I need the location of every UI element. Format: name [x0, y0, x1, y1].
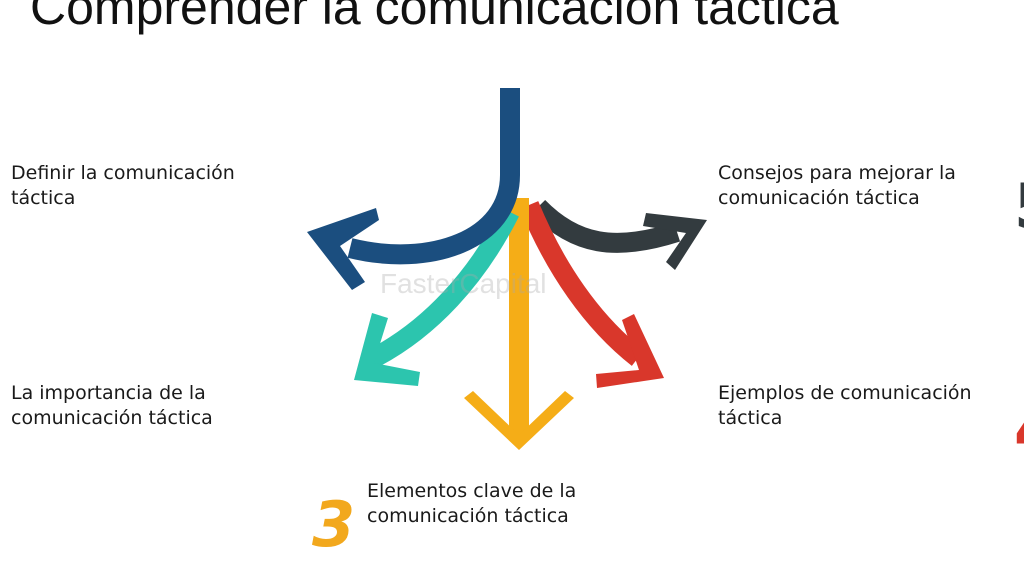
red-arrow-icon	[519, 201, 664, 388]
item-label-5: Ejemplos de comunicación táctica	[718, 382, 972, 429]
dark-arrow-icon	[530, 199, 707, 270]
item-label-3: Elementos clave de la comunicación tácti…	[367, 480, 577, 527]
edge-number-5: 5	[1014, 176, 1024, 238]
item-label-2: La importancia de la comunicación táctic…	[11, 382, 213, 429]
item-label-4: Consejos para mejorar la comunicación tá…	[718, 162, 956, 209]
page-title: Comprender la comunicación táctica	[30, 0, 839, 35]
yellow-arrow-icon	[464, 198, 574, 450]
teal-arrow-icon	[354, 207, 519, 386]
item-number-3: 3	[312, 488, 356, 561]
blue-arrow-icon	[307, 88, 520, 290]
edge-number-4: 4	[1014, 400, 1024, 462]
item-label-1: Definir la comunicación táctica	[11, 162, 235, 209]
watermark-text: FasterCapital	[380, 268, 547, 299]
